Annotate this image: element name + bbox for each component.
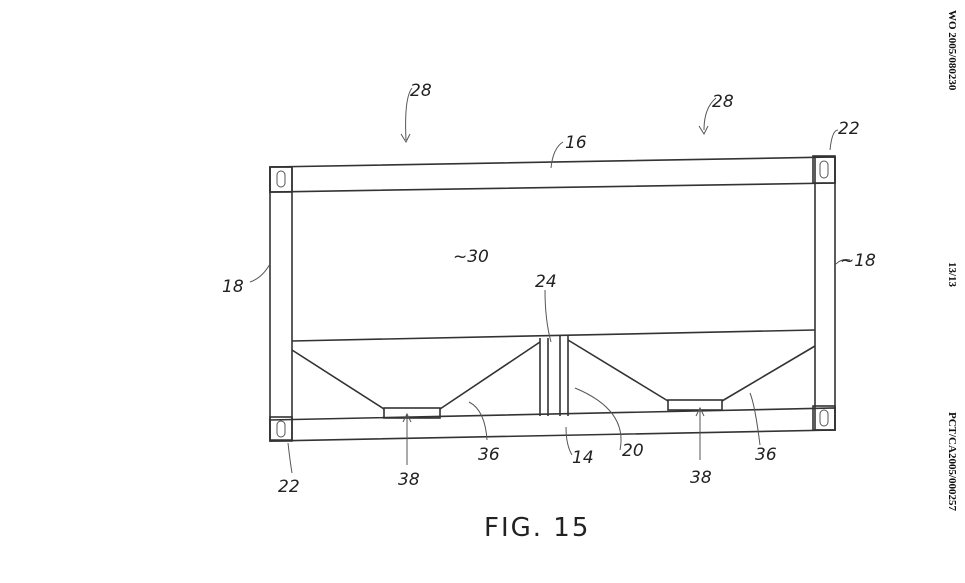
corner-fittings [270,156,835,441]
top-beam [270,157,835,192]
label-14: 14 [572,448,594,468]
label-28-left: 28 [410,81,432,101]
label-18-right: ~18 [840,251,876,271]
label-28-right: 28 [712,92,734,112]
label-24: 24 [535,272,557,292]
label-22-bottom: 22 [278,477,300,497]
bottom-beam [270,408,835,441]
hopper [292,330,815,418]
label-20: 20 [622,441,644,461]
left-post [270,167,292,440]
label-38-right: 38 [690,468,712,488]
label-30: ~30 [453,247,489,267]
label-16: 16 [565,133,587,153]
label-38-left: 38 [398,470,420,490]
label-36-left: 36 [478,445,500,465]
right-post [815,157,835,430]
label-22-top: 22 [838,119,860,139]
figure-caption: FIG. 15 [484,513,590,543]
label-18-left: 18 [222,277,244,297]
label-36-right: 36 [755,445,777,465]
